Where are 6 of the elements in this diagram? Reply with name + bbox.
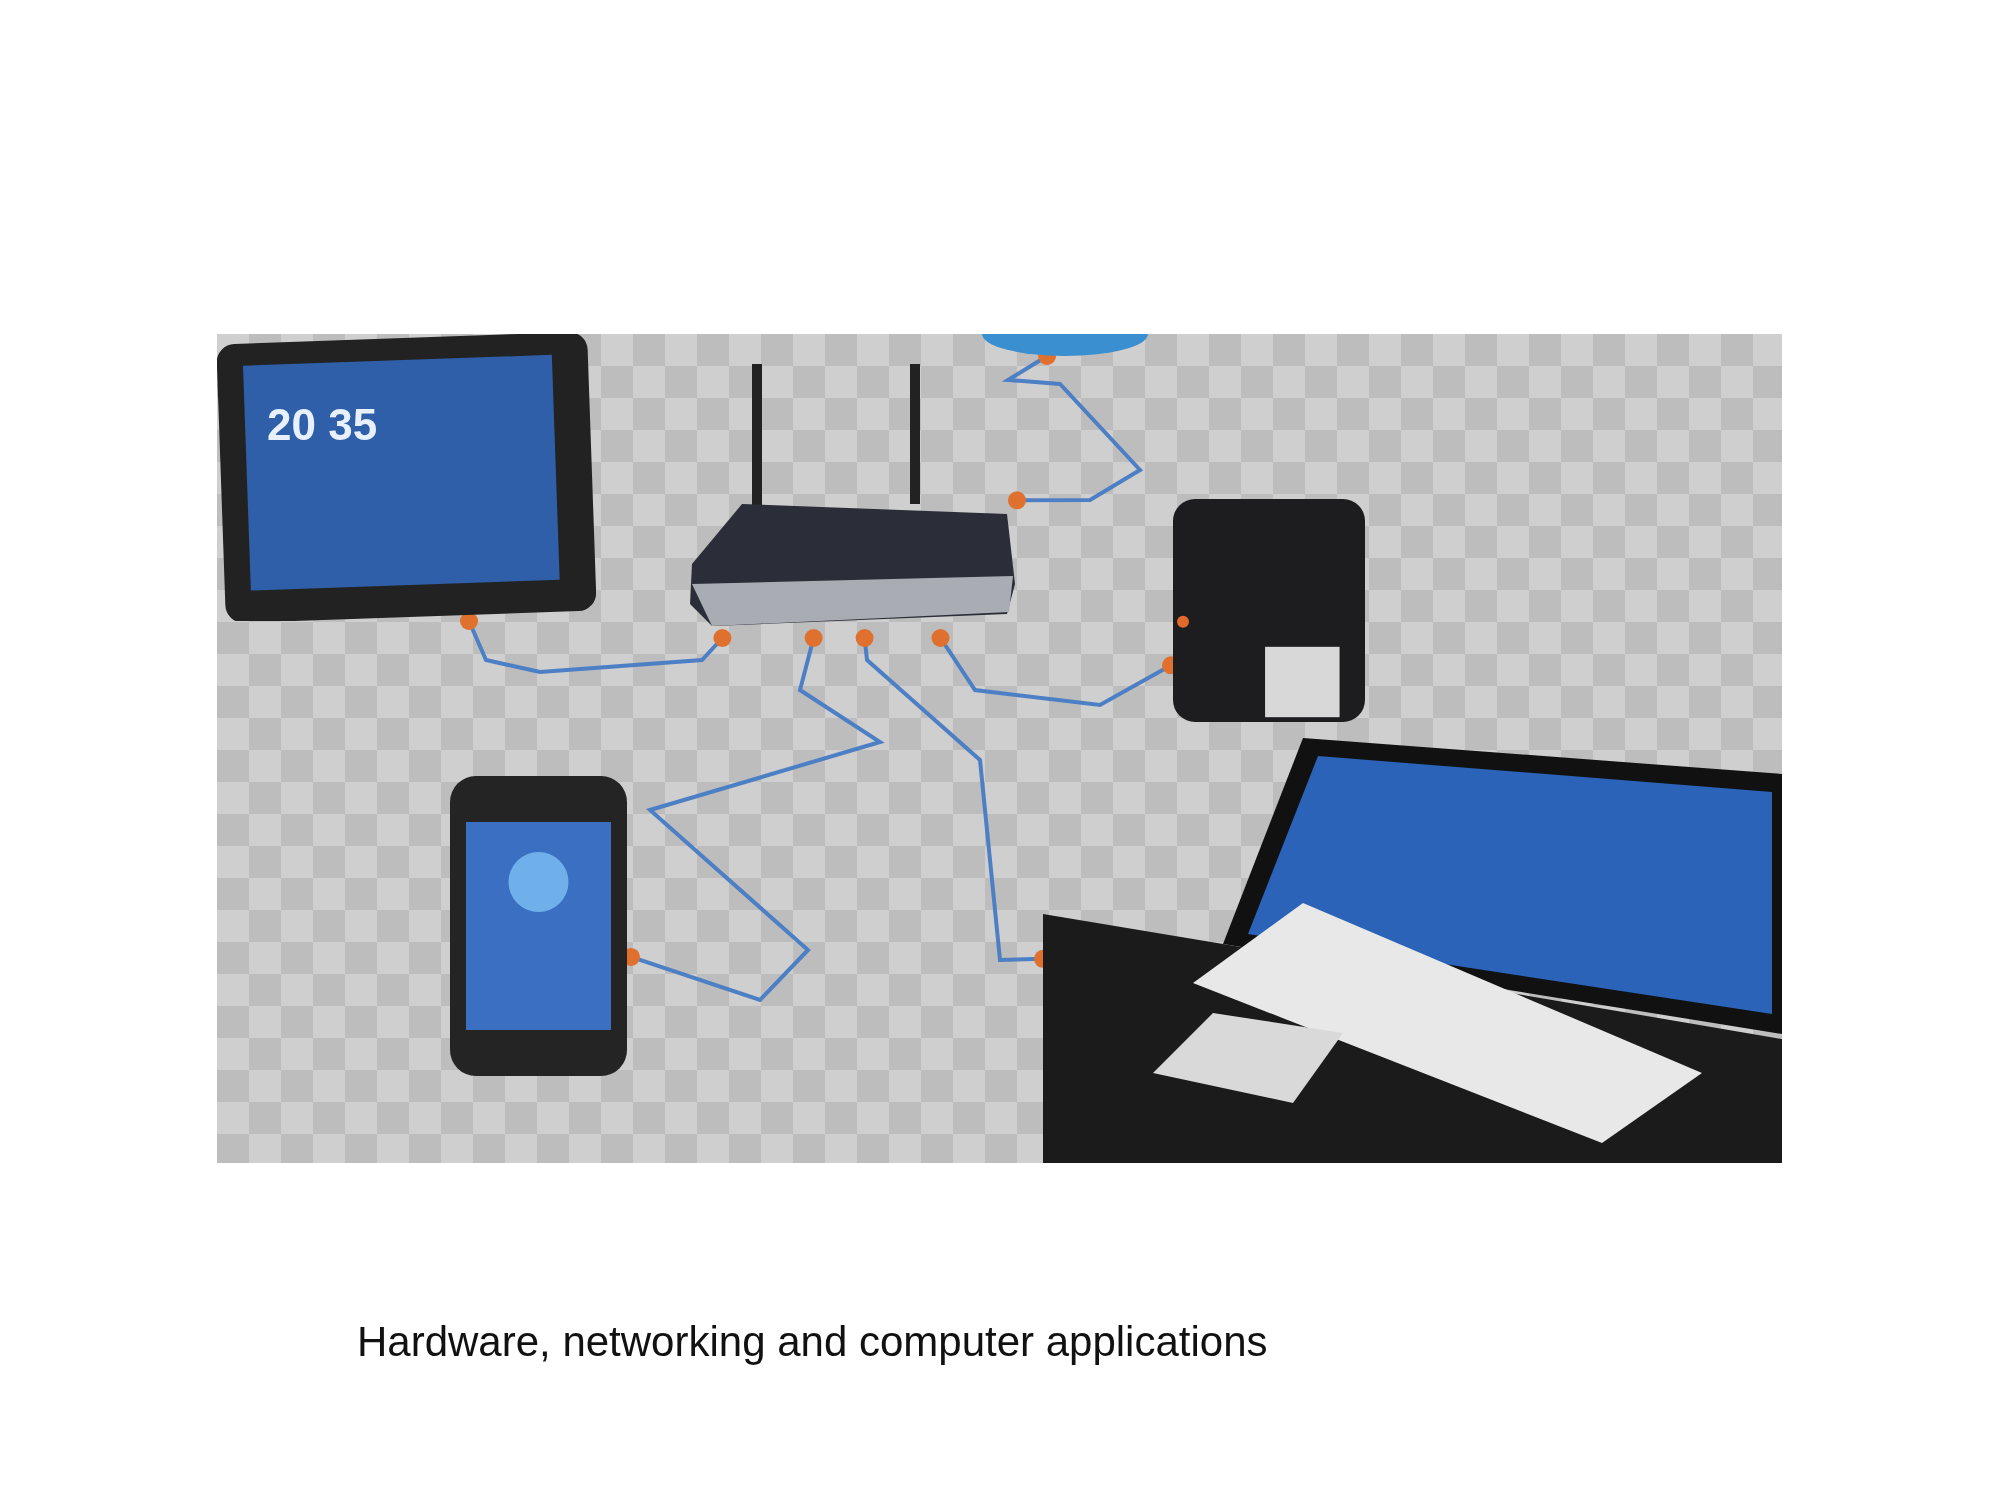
globe-drawing xyxy=(982,334,1148,356)
clock-text: 20 35 xyxy=(267,400,378,450)
hard-drive-drawing xyxy=(1171,497,1367,724)
cable-connector xyxy=(460,612,732,674)
tablet-drawing xyxy=(217,334,596,621)
caption: Hardware, networking and computer applications xyxy=(357,1318,1268,1366)
